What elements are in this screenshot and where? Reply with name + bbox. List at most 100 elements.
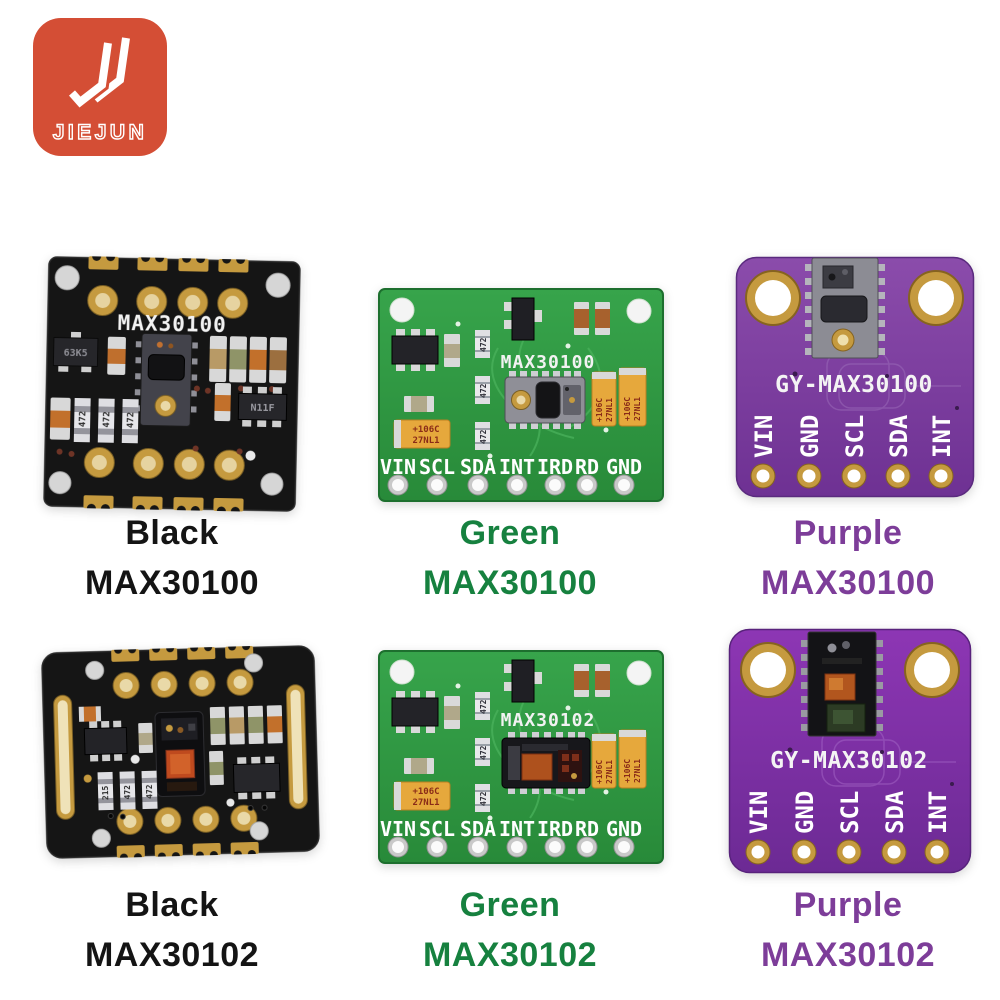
caption-part-green-row2: MAX30102 [422, 936, 598, 974]
pin-labels: VIN GND SCL SDA INT [745, 790, 952, 834]
via-dots [56, 385, 275, 457]
jiejun-logo-icon: JIEJUN [33, 18, 167, 156]
sot23-6-ic [391, 691, 439, 733]
double-j-monogram-icon [66, 37, 130, 112]
module-black-max30102: 215 472 472 [40, 644, 321, 860]
pin-label-sda: SDA [885, 414, 913, 458]
corner-holes [48, 265, 291, 496]
silk-dot [245, 450, 256, 461]
max30102-sensor-chip [154, 710, 206, 798]
tantalum-capacitor: +106C 27NL1 [618, 367, 647, 427]
silkscreen-part-number: GY-MAX30102 [770, 748, 928, 774]
resistor-pair [574, 302, 610, 335]
transistor-marking: 63K5 [63, 348, 87, 360]
resistor-pair [574, 664, 610, 697]
corner-holes [85, 653, 269, 848]
resistor-472: 472 [121, 398, 139, 444]
capacitor [404, 396, 434, 412]
caption-part-green-row1: MAX30100 [422, 564, 598, 602]
pin-label-sda: SDA [881, 790, 909, 834]
resistor-472: 472 [475, 422, 490, 450]
pin-label-int: INT [928, 415, 956, 458]
pin-label-gnd: GND [796, 415, 824, 458]
capacitor [107, 336, 126, 375]
pin-label-vin: VIN [750, 415, 778, 458]
max30102-sensor-chip [501, 732, 591, 794]
resistor-472: 472 [475, 784, 490, 812]
pin-label-gnd: GND [791, 791, 819, 834]
capacitor [404, 758, 434, 774]
silk-dot [226, 798, 235, 807]
cap-marking: 27NL1 [412, 798, 439, 808]
resistor-marking: 472 [126, 412, 136, 428]
sot89-regulator [504, 297, 542, 341]
capacitor [214, 382, 231, 422]
max30100-sensor-chip [134, 332, 198, 427]
silkscreen-part-number: MAX30100 [501, 352, 596, 373]
caption-color-green-row1: Green [459, 514, 561, 552]
cap-marking: 27NL1 [605, 760, 614, 784]
resistor-marking: 472 [78, 411, 88, 427]
module-black-max30100: MAX30100 63K5 [42, 255, 301, 513]
via-dots [107, 804, 268, 820]
resistor-marking: 472 [145, 784, 154, 799]
pin-labels: VIN SCL SDA INT IRD RD GND [380, 817, 642, 841]
resistor-472: 472 [475, 738, 490, 766]
tantalum-capacitor: +106C 27NL1 [618, 729, 647, 789]
resistor-marking: 472 [479, 745, 488, 760]
cap-marking: 27NL1 [633, 759, 642, 783]
pin-label-vin: VIN [745, 791, 773, 834]
capacitor [138, 722, 153, 754]
resistor-472: 472 [475, 376, 490, 404]
pin-holes [387, 836, 635, 858]
resistor-marking: 472 [102, 411, 112, 427]
via-dots [455, 321, 609, 459]
caption-color-purple-row2: Purple [793, 886, 903, 924]
pin-labels: VIN GND SCL SDA INT [750, 414, 956, 458]
sot89-regulator [504, 659, 542, 703]
mount-holes [389, 659, 652, 686]
module-green-max30100: +106C 27NL1 472 472 472 MAX30100 [378, 288, 664, 502]
cap-marking: +106C [595, 398, 604, 422]
sot23-6-ic [83, 720, 128, 762]
caption-color-black-row1: Black [125, 514, 219, 552]
max30102-sensor-chip [801, 631, 883, 737]
caption-part-purple-row1: MAX30100 [760, 564, 936, 602]
module-purple-max30102: GY-MAX30102 VIN GND SCL SDA INT [728, 628, 972, 874]
sot23-6-ic [391, 329, 439, 371]
pcb-board [728, 628, 972, 874]
cap-marking: +106C [595, 760, 604, 784]
max30100-sensor-chip [504, 371, 586, 429]
pin-label-scl: SCL [841, 415, 869, 458]
caption-part-black-row1: MAX30100 [84, 564, 260, 602]
brand-name: JIEJUN [53, 121, 148, 144]
capacitor-row [209, 335, 287, 384]
sot363-ic [232, 756, 281, 800]
ic-marking: N11F [250, 403, 274, 415]
module-green-max30102: +106C 27NL1 472 472 472 MAX30102 [378, 650, 664, 864]
cap-marking: 27NL1 [605, 398, 614, 422]
resistor-marking: 472 [479, 699, 488, 714]
capacitor [78, 706, 102, 722]
capacitor [209, 750, 224, 786]
resistor-472: 472 [97, 398, 115, 443]
caption-part-black-row2: MAX30102 [84, 936, 260, 974]
pin-label-scl: SCL [836, 791, 864, 834]
pin-holes [750, 463, 954, 489]
silk-dot [130, 754, 140, 764]
tantalum-capacitor: +106C 27NL1 [591, 371, 617, 427]
plated-holes [83, 285, 249, 481]
resistor-marking: 472 [479, 791, 488, 806]
resistor-472: 472 [475, 330, 490, 358]
silkscreen-part-number: MAX30102 [501, 710, 596, 731]
cap-marking: +106C [412, 787, 439, 797]
pin-holes [745, 839, 950, 865]
sot363-ic: N11F [237, 386, 288, 428]
cap-marking: +106C [623, 397, 632, 421]
resistor-472: 472 [119, 771, 136, 810]
mount-holes [745, 270, 964, 326]
via-dots [455, 683, 609, 821]
tantalum-capacitor: +106C 27NL1 [393, 781, 451, 811]
mount-holes [389, 297, 652, 324]
